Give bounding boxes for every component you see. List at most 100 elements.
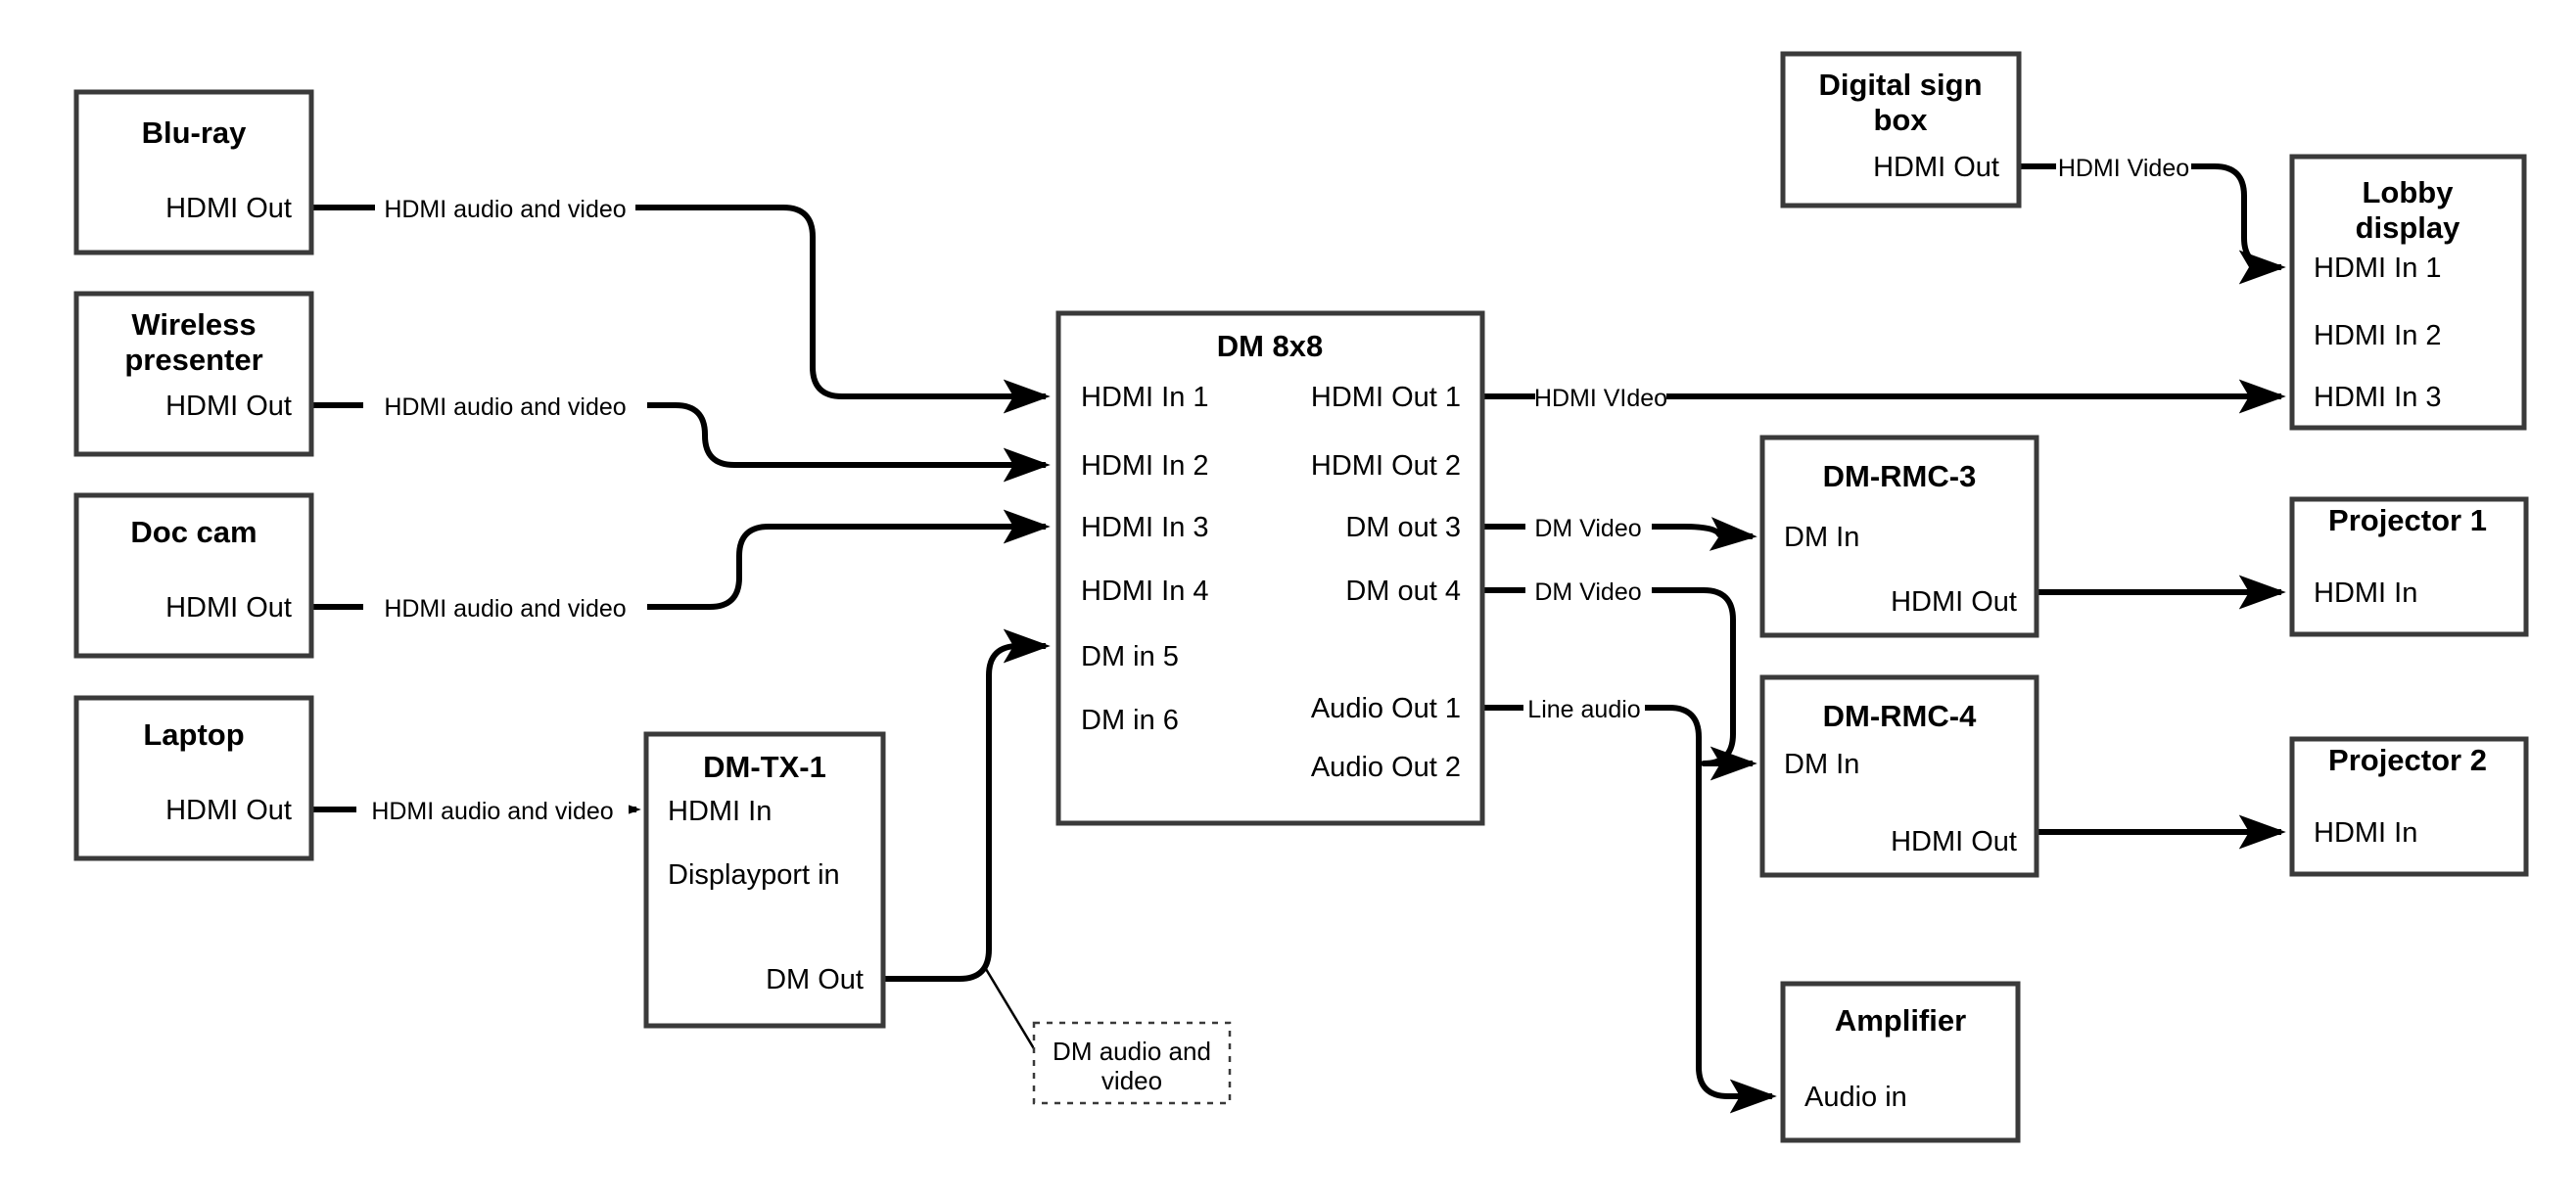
wire-dm8x8-audioout1-to-amplifier [1482, 705, 1777, 1114]
projector-1-port-hdmi-in: HDMI In [2314, 577, 2417, 609]
wire-dm8x8-dmout3-to-dmrmc3-dm-in [1482, 517, 1757, 551]
lobby-display-port-hdmi-in-2: HDMI In 2 [2314, 320, 2442, 351]
wireless-presenter-title-line2: presenter [124, 343, 262, 377]
dm-8x8-port-audio-out-2: Audio Out 2 [1311, 752, 1461, 783]
lobby-display-title-line1: Lobby [2363, 175, 2455, 209]
dm-8x8-port-hdmi-out-2: HDMI Out 2 [1311, 450, 1461, 482]
dm-8x8-port-audio-out-1: Audio Out 1 [1311, 693, 1461, 724]
dm-8x8-port-hdmi-out-1: HDMI Out 1 [1311, 382, 1461, 413]
node-laptop[interactable]: Laptop HDMI Out [73, 695, 314, 861]
wireless-presenter-box[interactable] [73, 291, 314, 457]
node-bluray[interactable]: Blu-ray HDMI Out [73, 89, 314, 255]
projector-1-title: Projector 1 [2328, 503, 2487, 537]
wire-dm8x8-dmout4-to-dmrmc4-dm-in [1482, 587, 1757, 781]
callout-text-line1: DM audio and [1053, 1037, 1211, 1066]
digital-sign-title-line2: box [1873, 103, 1928, 137]
node-dm-rmc-3[interactable]: DM-RMC-3 DM In HDMI Out [1759, 435, 2039, 638]
dm-8x8-port-dm-out-4: DM out 4 [1345, 576, 1461, 607]
lobby-display-title-line2: display [2356, 210, 2461, 245]
wire-digitalsign-to-lobby-hdmi-in1 [2019, 163, 2286, 285]
digital-sign-title-line1: Digital sign [1818, 68, 1982, 102]
link-label-sign-to-lobby: HDMI Video [2058, 155, 2189, 182]
link-label-group: HDMI audio and video HDMI audio and vide… [356, 149, 2191, 827]
node-digital-sign-box[interactable]: Digital sign box HDMI Out [1780, 51, 2022, 208]
node-wireless-presenter[interactable]: Wireless presenter HDMI Out [73, 291, 314, 457]
dm-8x8-port-dm-in-6: DM in 6 [1081, 705, 1179, 736]
callout-leader-line [984, 968, 1040, 1056]
amplifier-title: Amplifier [1835, 1003, 1966, 1038]
dm-rmc-4-port-dm-in: DM In [1784, 749, 1859, 780]
callout-dm-audio-and-video: DM audio and video [1032, 1021, 1232, 1105]
link-label-dm8x8-hdmi-out-1: HDMI VIdeo [1534, 385, 1667, 412]
node-amplifier[interactable]: Amplifier Audio in [1780, 981, 2021, 1143]
dm-8x8-title: DM 8x8 [1217, 329, 1324, 363]
amplifier-port-audio-in: Audio in [1804, 1082, 1907, 1113]
wireless-presenter-title-line1: Wireless [131, 307, 256, 342]
link-label-dm8x8-dm-out-4: DM Video [1534, 578, 1641, 606]
label-bg-audioout1 [1523, 690, 1645, 725]
label-bg-doccam [363, 589, 647, 624]
label-bg-sign [2056, 149, 2191, 184]
dm-rmc-4-box[interactable] [1759, 674, 2039, 878]
dm-tx-1-port-dm-out: DM Out [766, 964, 864, 995]
label-bg-hdmiout1 [1535, 379, 1666, 414]
node-dm-rmc-4[interactable]: DM-RMC-4 DM In HDMI Out [1759, 674, 2039, 878]
dm-tx-1-box[interactable] [643, 731, 886, 1029]
bluray-title: Blu-ray [142, 115, 248, 150]
node-doc-cam[interactable]: Doc cam HDMI Out [73, 492, 314, 659]
dm-8x8-port-dm-in-5: DM in 5 [1081, 641, 1179, 672]
dm-tx-1-port-hdmi-in: HDMI In [668, 796, 772, 827]
lobby-display-port-hdmi-in-3: HDMI In 3 [2314, 382, 2442, 413]
amplifier-box[interactable] [1780, 981, 2021, 1143]
node-projector-1[interactable]: Projector 1 HDMI In [2289, 496, 2529, 637]
node-dm-8x8[interactable]: DM 8x8 HDMI In 1 HDMI In 2 HDMI In 3 HDM… [1055, 310, 1485, 826]
doc-cam-title: Doc cam [130, 515, 257, 549]
wireless-presenter-port-hdmi-out: HDMI Out [165, 391, 292, 422]
projector-2-title: Projector 2 [2328, 743, 2487, 777]
dm-8x8-port-hdmi-in-2: HDMI In 2 [1081, 450, 1209, 482]
dm-8x8-box[interactable] [1055, 310, 1485, 826]
laptop-title: Laptop [143, 717, 244, 752]
laptop-port-hdmi-out: HDMI Out [165, 795, 292, 826]
lobby-display-box[interactable] [2289, 154, 2527, 431]
dm-8x8-port-hdmi-in-4: HDMI In 4 [1081, 576, 1209, 607]
bluray-port-hdmi-out: HDMI Out [165, 193, 292, 224]
projector-1-box[interactable] [2289, 496, 2529, 637]
dm-8x8-port-dm-out-3: DM out 3 [1345, 512, 1461, 543]
label-bg-dmout3 [1525, 509, 1652, 544]
wire-dmtx1-to-dm8x8-dm-in5 [883, 628, 1051, 982]
wire-wireless-to-dm8x8-hdmi-in2 [311, 402, 1051, 483]
dm-rmc-3-box[interactable] [1759, 435, 2039, 638]
bluray-box[interactable] [73, 89, 314, 255]
projector-2-port-hdmi-in: HDMI In [2314, 817, 2417, 849]
wire-bluray-to-dm8x8-hdmi-in1 [311, 205, 1051, 414]
label-bg-wireless [363, 388, 647, 423]
dm-tx-1-title: DM-TX-1 [703, 750, 826, 784]
dm-rmc-4-port-hdmi-out: HDMI Out [1891, 826, 2017, 857]
label-bg-laptop [356, 792, 629, 827]
lobby-display-port-hdmi-in-1: HDMI In 1 [2314, 253, 2442, 284]
label-bg-dmout4 [1525, 573, 1652, 608]
dm-8x8-port-hdmi-in-1: HDMI In 1 [1081, 382, 1209, 413]
digital-sign-box[interactable] [1780, 51, 2022, 208]
dm-8x8-port-hdmi-in-3: HDMI In 3 [1081, 512, 1209, 543]
callout-box [1032, 1021, 1232, 1105]
link-label-dm8x8-dm-out-3: DM Video [1534, 515, 1641, 542]
dm-rmc-4-title: DM-RMC-4 [1823, 699, 1977, 733]
dm-rmc-3-title: DM-RMC-3 [1823, 459, 1977, 493]
digital-sign-port-hdmi-out: HDMI Out [1873, 152, 1999, 183]
dm-rmc-3-port-dm-in: DM In [1784, 522, 1859, 553]
node-dm-tx-1[interactable]: DM-TX-1 HDMI In Displayport in DM Out [643, 731, 886, 1029]
laptop-box[interactable] [73, 695, 314, 861]
label-bg-bluray [375, 190, 635, 225]
projector-2-box[interactable] [2289, 736, 2529, 877]
node-projector-2[interactable]: Projector 2 HDMI In [2289, 736, 2529, 877]
dm-tx-1-port-displayport-in: Displayport in [668, 859, 840, 891]
link-label-doccam-to-dm8x8: HDMI audio and video [384, 595, 626, 623]
doc-cam-box[interactable] [73, 492, 314, 659]
link-label-wireless-to-dm8x8: HDMI audio and video [384, 393, 626, 421]
dm-rmc-3-port-hdmi-out: HDMI Out [1891, 586, 2017, 618]
wire-doccam-to-dm8x8-hdmi-in3 [311, 509, 1051, 610]
node-lobby-display[interactable]: Lobby display HDMI In 1 HDMI In 2 HDMI I… [2289, 154, 2527, 431]
